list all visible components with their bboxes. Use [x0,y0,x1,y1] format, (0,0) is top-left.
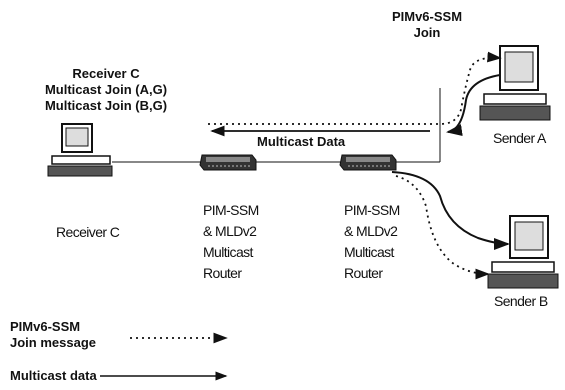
join-path-to-sender-b [396,176,488,274]
sender-a-label: Sender A [493,128,546,149]
receiver-c-join-2: Multicast Join (B,G) [30,98,182,114]
legend-data-label: Multicast data [10,368,97,384]
receiver-c-join-1: Multicast Join (A,G) [30,82,182,98]
top-join-label-line2: Join [382,25,472,41]
right-router-label-line4: Router [344,263,382,284]
right-router-label-line2: & MLDv2 [344,221,397,242]
receiver-c-computer-icon [48,124,112,176]
right-router-label-line3: Multicast [344,242,394,263]
left-router-icon [200,155,256,170]
top-join-label-line1: PIMv6-SSM [382,9,472,25]
sender-b-data-path [392,172,508,244]
sender-b-label: Sender B [494,291,548,312]
left-router-label-line3: Multicast [203,242,253,263]
legend-join-label-line1: PIMv6-SSM [10,319,80,335]
sender-b-computer-icon [488,216,558,288]
join-path-to-sender-a [208,58,500,124]
multicast-data-label: Multicast Data [257,134,345,150]
left-router-label-line4: Router [203,263,241,284]
right-router-icon [340,155,396,170]
receiver-c-title: Receiver C [30,66,182,82]
left-router-label-line2: & MLDv2 [203,221,256,242]
receiver-c-label: Receiver C [56,222,119,243]
right-router-label-line1: PIM-SSM [344,200,400,221]
left-router-label-line1: PIM-SSM [203,200,259,221]
legend-join-label-line2: Join message [10,335,96,351]
